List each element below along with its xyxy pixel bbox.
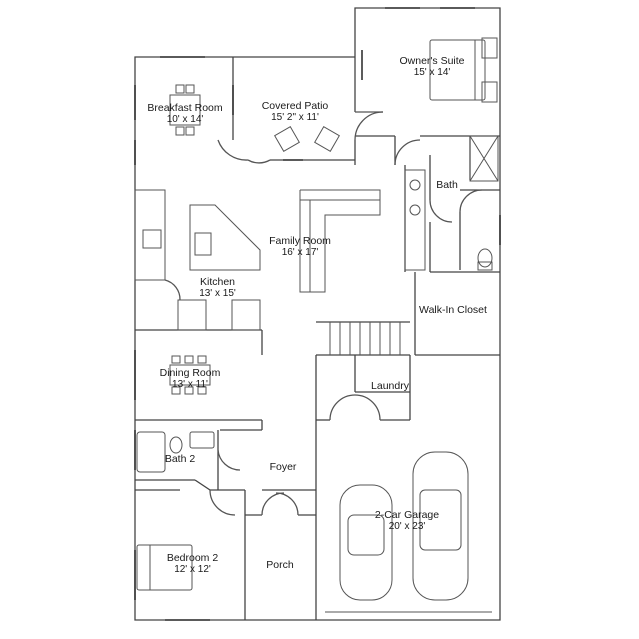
room-name: Foyer xyxy=(269,461,297,473)
room-label-laundry: Laundry xyxy=(365,380,415,392)
room-label-covered-patio: Covered Patio 15' 2" x 11' xyxy=(250,100,340,124)
room-name: Laundry xyxy=(371,380,409,392)
room-name: Walk-In Closet xyxy=(419,304,487,316)
room-label-kitchen: Kitchen 13' x 15' xyxy=(190,276,245,300)
room-name: Breakfast Room xyxy=(147,102,223,114)
room-label-bedroom-2: Bedroom 2 12' x 12' xyxy=(155,552,230,576)
exterior-walls xyxy=(135,8,500,620)
room-name: Kitchen xyxy=(199,276,236,288)
room-dimensions: 15' 2" x 11' xyxy=(271,112,319,123)
doors xyxy=(165,112,482,515)
room-label-2-car-garage: 2-Car Garage 20' x 23' xyxy=(362,509,452,533)
room-label-owners-suite: Owner's Suite 15' x 14' xyxy=(392,55,472,79)
room-label-porch: Porch xyxy=(262,559,298,571)
room-dimensions: 13' x 11' xyxy=(172,379,208,390)
interior-walls xyxy=(135,57,500,620)
room-name: Porch xyxy=(266,559,294,571)
room-label-family-room: Family Room 16' x 17' xyxy=(260,235,340,259)
room-label-breakfast-room: Breakfast Room 10' x 14' xyxy=(140,102,230,126)
room-name: Bath xyxy=(436,179,458,191)
room-label-bath-2: Bath 2 xyxy=(160,453,200,465)
furniture xyxy=(135,38,498,612)
room-dimensions: 12' x 12' xyxy=(174,564,211,575)
room-dimensions: 16' x 17' xyxy=(281,247,319,258)
room-label-bath: Bath xyxy=(432,179,462,191)
room-dimensions: 10' x 14' xyxy=(166,114,204,125)
room-name: Owner's Suite xyxy=(399,55,465,67)
room-label-foyer: Foyer xyxy=(263,461,303,473)
room-dimensions: 13' x 15' xyxy=(199,288,236,299)
room-dimensions: 15' x 14' xyxy=(413,67,451,78)
room-name: Dining Room xyxy=(159,367,221,379)
room-label-walk-in-closet: Walk-In Closet xyxy=(417,304,489,316)
room-name: Bath 2 xyxy=(164,453,196,465)
room-name: Family Room xyxy=(269,235,331,247)
room-name: Bedroom 2 xyxy=(166,552,219,564)
windows xyxy=(135,8,500,620)
room-name: Covered Patio xyxy=(261,100,329,112)
room-label-dining-room: Dining Room 13' x 11' xyxy=(154,367,226,391)
room-name: 2-Car Garage xyxy=(374,509,440,521)
room-dimensions: 20' x 23' xyxy=(388,521,426,532)
